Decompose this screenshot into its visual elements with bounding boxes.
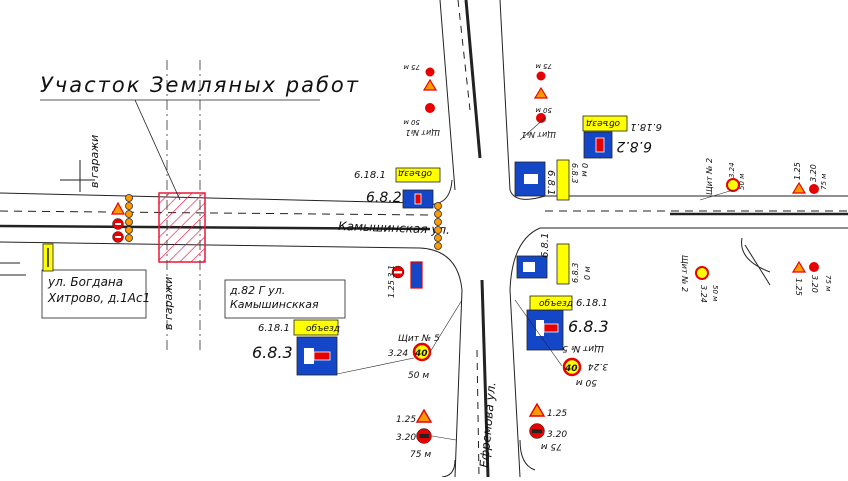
barrier-lamps-west [125,194,133,242]
svg-text:объезд: объезд [539,299,573,309]
svg-text:50 м: 50 м [403,118,420,126]
address-box-left: ул. Богдана Хитрово, д.1Ас1 [41,269,150,319]
svg-text:объезд: объезд [398,168,432,178]
svg-text:6.8.3: 6.8.3 [571,263,580,283]
svg-text:6.18.1: 6.18.1 [576,298,608,309]
work-zone [158,192,206,263]
sign-3-1-and-4-2: 1.25 3.1 [387,261,423,298]
svg-text:3.20: 3.20 [396,433,416,443]
svg-text:1.25: 1.25 [396,415,416,425]
svg-text:0 м: 0 м [580,163,589,177]
svg-text:75 м: 75 м [541,441,562,451]
shield-5-se: Щит № 5 40 3.24 50 м [514,299,608,387]
svg-text:75 м: 75 м [824,275,832,292]
garages-top-label: в гаражи [88,135,101,188]
svg-text:Щит № 5: Щит № 5 [562,343,604,353]
svg-text:6.8.1: 6.8.1 [540,233,551,258]
sign-6-8-3-sw: объезд 6.18.1 6.8.3 [252,319,340,376]
svg-text:Щит №1: Щит №1 [521,130,556,139]
svg-text:75 м: 75 м [403,63,420,71]
svg-text:6.8.2: 6.8.2 [366,190,402,206]
svg-text:50 м: 50 м [738,173,746,190]
svg-text:3.24: 3.24 [588,361,608,371]
shield-2-east-bottom: Щит № 2 3.24 50 м 1.25 3.20 75 м [680,255,832,303]
sign-6-8-2-nw: 6.8.2 объезд 6.18.1 [354,167,441,209]
shield-1-nw: 75 м 50 м Щит №1 [403,63,440,137]
signs-sw-bottom: 1.25 3.20 75 м [396,408,457,460]
address-box-center: д.82 Г ул. Камышинсккая [224,279,346,319]
svg-text:Щит № 5: Щит № 5 [398,334,440,344]
svg-text:объезд: объезд [306,324,340,334]
svg-text:3.20: 3.20 [810,275,819,293]
svg-text:Щит № 2: Щит № 2 [680,255,689,292]
svg-text:6.8.3: 6.8.3 [252,343,293,362]
efremova-label: Ефремова ул. [477,381,498,468]
svg-text:1.25: 1.25 [547,409,567,419]
barrier-lamps-east [434,202,442,250]
svg-text:50 м: 50 м [535,106,552,114]
kamyshinskaya-label: Камышинская ул. [338,219,450,237]
svg-text:40: 40 [564,364,578,374]
svg-text:3.24: 3.24 [699,285,708,303]
svg-text:д.82 Г ул.: д.82 Г ул. [229,284,285,297]
svg-text:6.18.1: 6.18.1 [258,323,290,334]
svg-text:объезд: объезд [586,118,620,128]
svg-text:50 м: 50 м [576,377,597,387]
sign-6-8-3-se: объезд 6.18.1 6.8.3 [526,295,609,351]
svg-text:50 м: 50 м [711,285,719,302]
west-warning-signs [110,201,126,243]
shield-1-ne: 75 м 50 м Щит №1 [519,62,556,141]
svg-text:0 м: 0 м [583,266,592,280]
svg-text:6.8.3: 6.8.3 [570,163,579,183]
svg-text:3.24: 3.24 [388,349,408,359]
svg-text:6.8.3: 6.8.3 [568,317,609,336]
svg-text:Камышинсккая: Камышинсккая [230,298,319,311]
road-efremova [0,0,771,478]
sign-6-8-1-ne: 6.8.1 6.8.3 0 м [514,159,589,201]
west-yellow-sign [42,243,54,272]
svg-text:6.8.2: 6.8.2 [616,138,652,154]
garages-bottom-label: в гаражи [162,277,175,330]
svg-text:75 м: 75 м [535,62,552,70]
work-zone-title: Участок Земляных работ [40,73,360,97]
shield-2-east-top: Щит № 2 3.24 50 м 1.25 3.20 75 м [699,158,828,201]
svg-text:40: 40 [414,349,428,359]
shield-5-sw: Щит № 5 40 3.24 50 м [336,299,463,381]
svg-text:Щит № 2: Щит № 2 [705,158,714,195]
sign-6-8-1-se: 6.8.1 6.8.3 0 м [516,233,592,285]
svg-text:1.25: 1.25 [793,162,802,180]
svg-text:50 м: 50 м [408,371,429,381]
svg-text:6.18.1: 6.18.1 [354,170,386,181]
sign-6-8-2-ne: объезд 6.18.1 6.8.2 [582,115,662,159]
signs-se-bottom: 1.25 3.20 75 м [528,402,567,451]
svg-text:1.25 3.1: 1.25 3.1 [387,265,396,298]
svg-text:75 м: 75 м [820,173,828,190]
svg-text:3.20: 3.20 [809,164,818,182]
svg-text:6.8.1: 6.8.1 [545,170,556,195]
road-kamyshinskaya [0,192,848,249]
svg-text:6.18.1: 6.18.1 [630,121,662,132]
svg-text:75 м: 75 м [410,450,431,460]
svg-text:3.20: 3.20 [547,430,567,440]
svg-text:Хитрово, д.1Ас1: Хитрово, д.1Ас1 [47,291,150,305]
svg-text:3.24: 3.24 [728,162,736,178]
svg-text:Щит №1: Щит №1 [405,128,440,137]
svg-text:1.25: 1.25 [794,278,803,296]
svg-text:ул. Богдана: ул. Богдана [47,275,123,289]
